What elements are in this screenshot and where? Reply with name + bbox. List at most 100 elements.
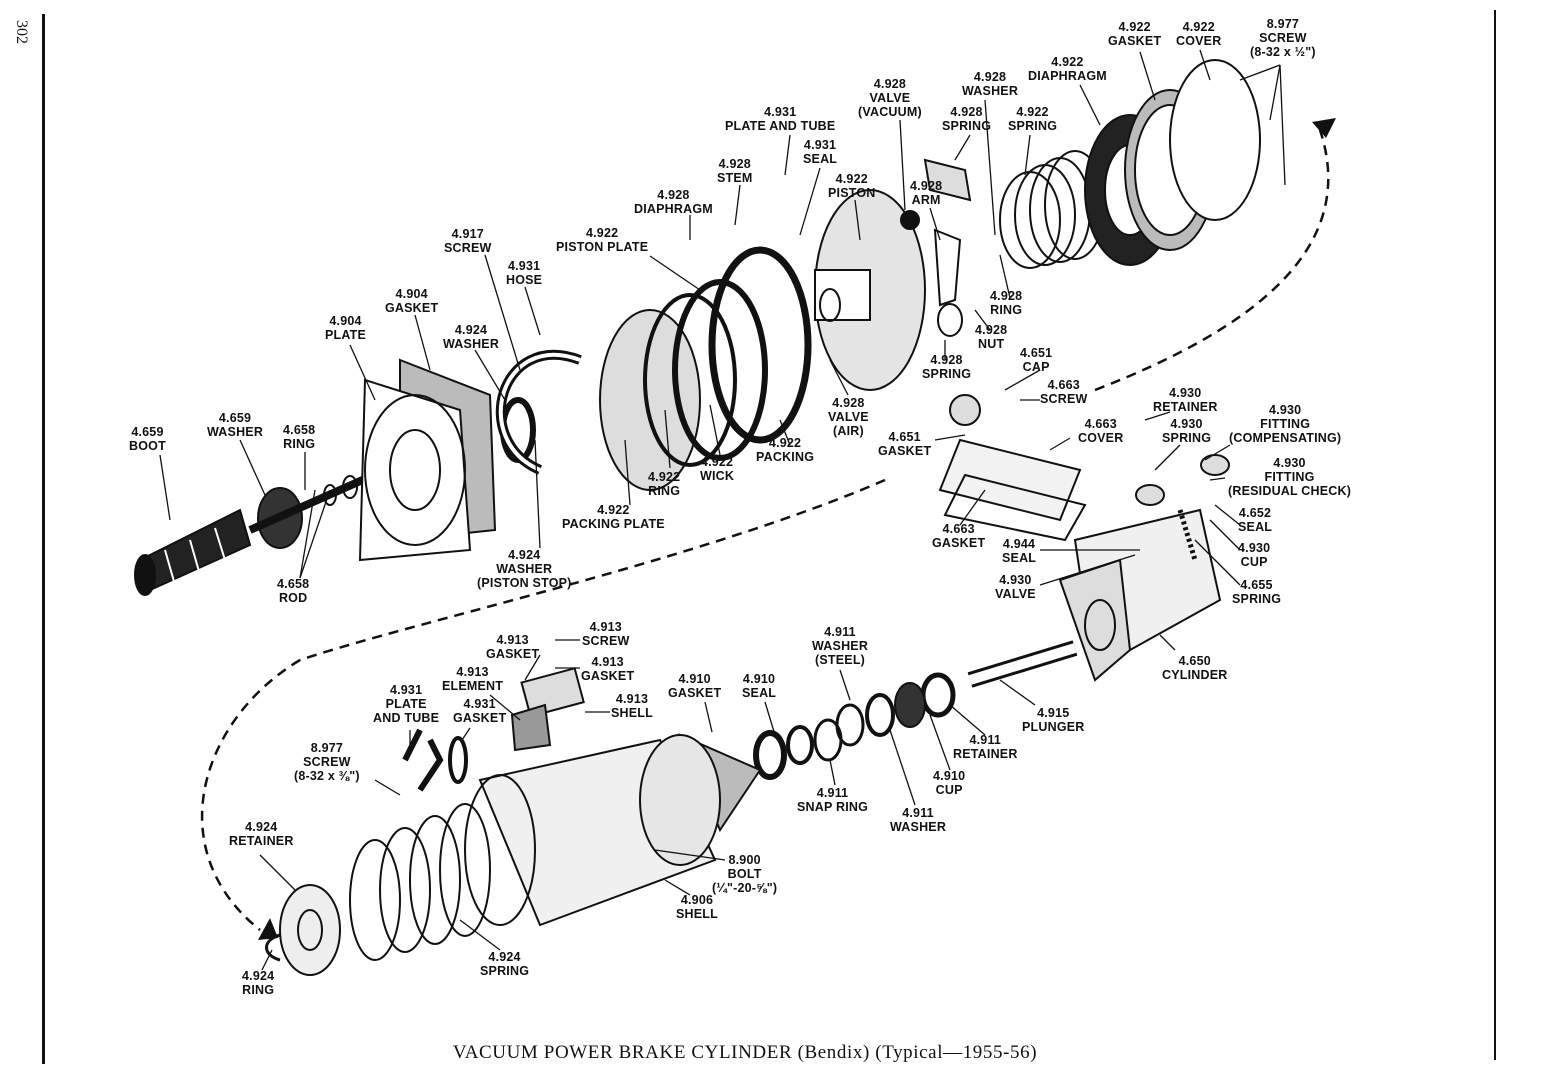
- hydraulic-retainer-part: [894, 682, 926, 728]
- lower-plate-tube-part: [402, 728, 444, 792]
- vacuum-valve-part: [900, 210, 920, 230]
- valve-cover-part: [938, 438, 1082, 522]
- hydraulic-cup-part: [920, 672, 956, 718]
- return-spring-part: [349, 803, 491, 961]
- piston-ring-part: [643, 293, 737, 467]
- leader-lines: [159, 49, 1286, 971]
- figure-caption: VACUUM POWER BRAKE CYLINDER (Bendix) (Ty…: [452, 1042, 1038, 1063]
- spring-retainer-part: [279, 884, 341, 976]
- right-margin-rule: [1494, 10, 1496, 1060]
- valve-cap-part: [949, 394, 981, 426]
- assembly-path-left: [200, 658, 301, 931]
- boot-part: [134, 508, 252, 596]
- packing-part: [708, 246, 812, 444]
- arrowhead-upper: [1312, 118, 1336, 138]
- filter-element-part: [510, 703, 552, 752]
- end-plate-part: [358, 378, 472, 562]
- wick-part: [672, 279, 768, 461]
- washer-spring-part: [923, 158, 972, 202]
- snap-ring-part: [813, 718, 843, 762]
- retaining-ring-part: [265, 933, 281, 962]
- left-margin-rule: [42, 14, 45, 1064]
- end-cover-part: [1169, 59, 1261, 221]
- hydraulic-seal-part: [753, 730, 787, 780]
- arm-part: [933, 228, 962, 307]
- valve-cover-gasket-part: [943, 473, 1087, 542]
- assembly-path-middle: [299, 478, 886, 662]
- filter-shell-part: [520, 667, 585, 718]
